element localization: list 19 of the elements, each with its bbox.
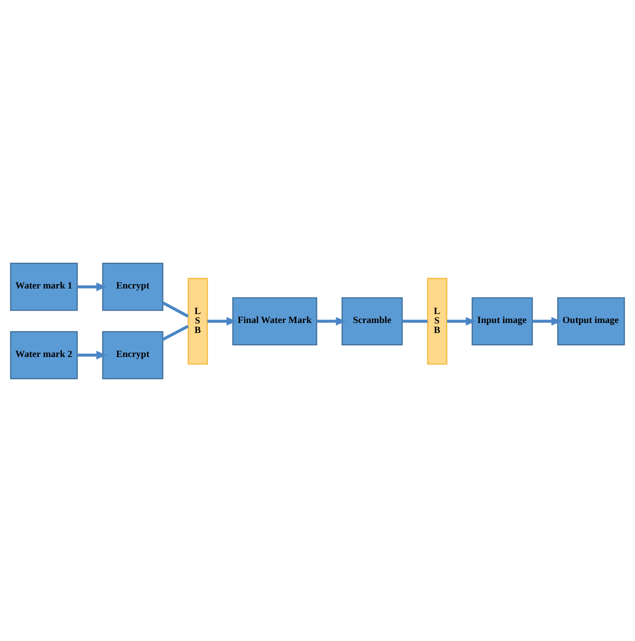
- arrow: [207, 316, 236, 326]
- node-box: L S B: [188, 277, 208, 364]
- arrow: [77, 282, 106, 291]
- node-box: Water mark 2: [10, 330, 78, 379]
- node-box: Encrypt: [102, 330, 164, 379]
- connector: [162, 324, 189, 340]
- node-box: L S B: [427, 277, 448, 364]
- arrow: [316, 316, 346, 326]
- node-box: Final Water Mark: [232, 296, 318, 345]
- node-box: Output image: [557, 296, 625, 345]
- node-box: Water mark 1: [10, 262, 78, 310]
- node-box: Encrypt: [102, 262, 164, 310]
- connector: [402, 319, 428, 322]
- node-box: Input image: [472, 296, 533, 345]
- node-box: Scramble: [342, 296, 403, 345]
- arrow: [532, 316, 562, 326]
- arrow: [77, 350, 106, 360]
- connector: [162, 300, 189, 318]
- arrow: [446, 316, 476, 326]
